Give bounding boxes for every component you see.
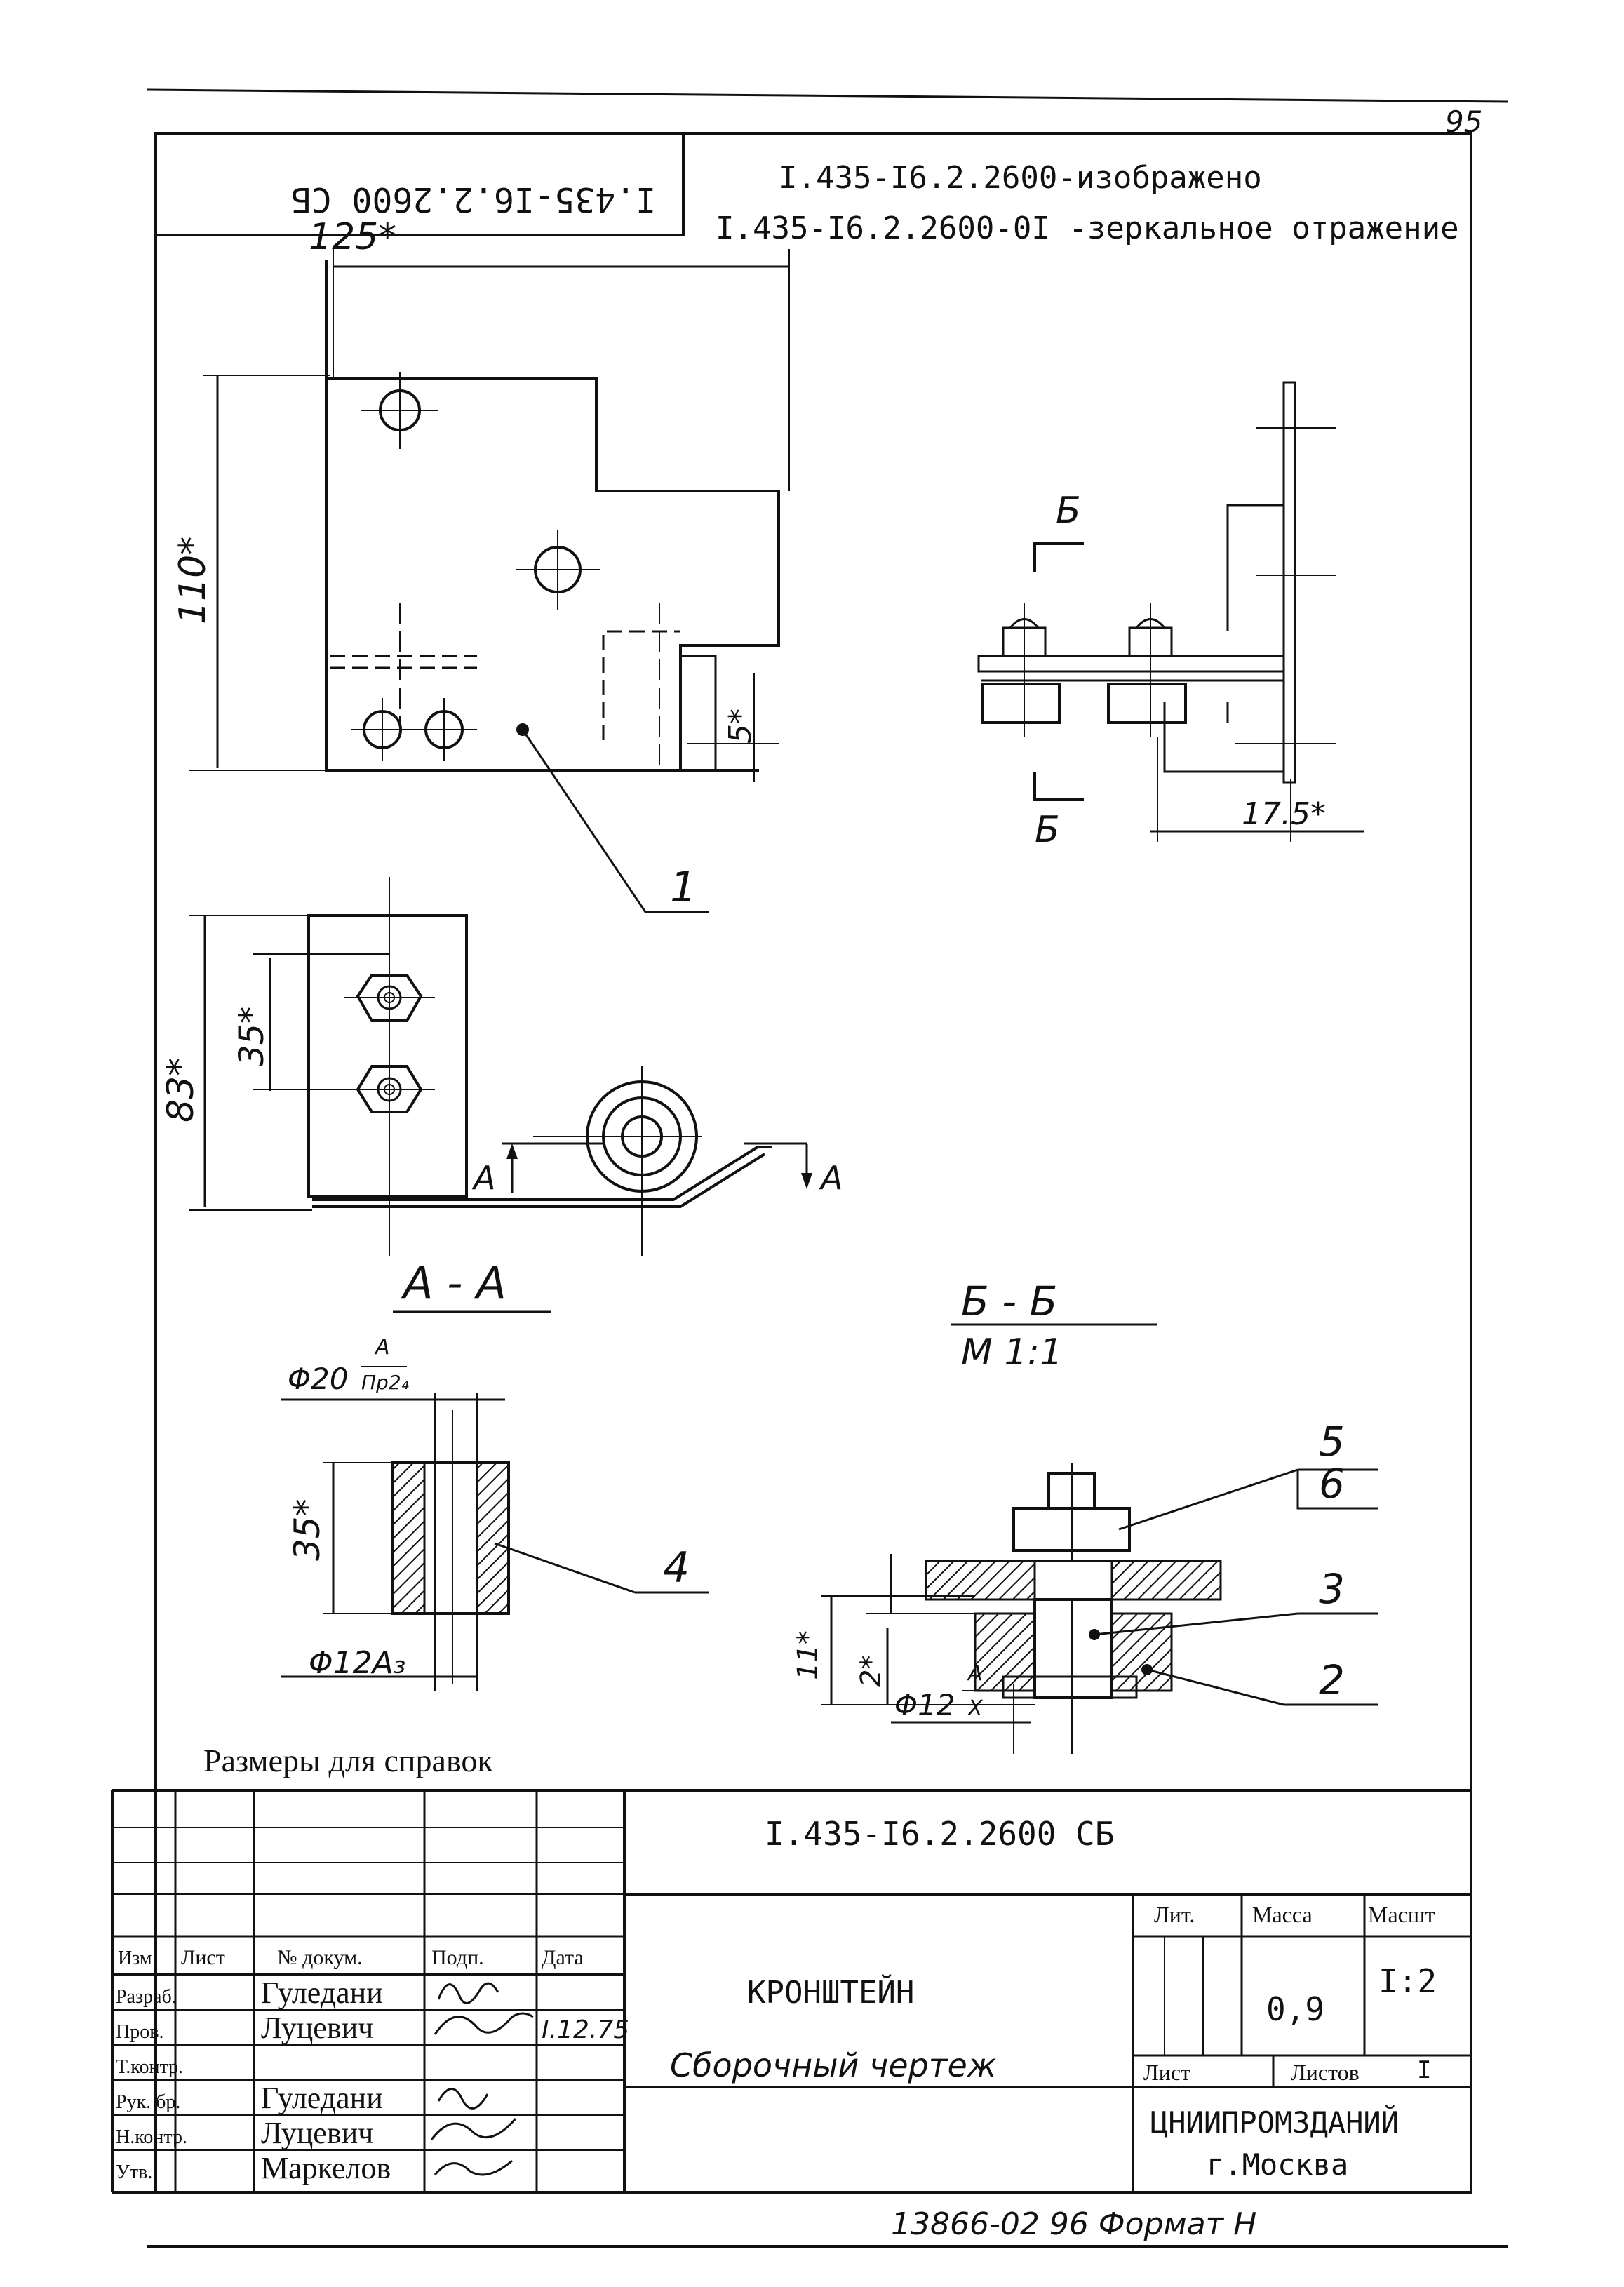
tb-role-3: Рук. бр. [116, 2091, 180, 2113]
section-aa-drawing [281, 1393, 709, 1691]
section-b-top: Б [1056, 490, 1081, 532]
tb-col-list: Лист [181, 1946, 225, 1969]
section-bb-drawing [821, 1463, 1378, 1754]
section-a-left: A [471, 1159, 495, 1197]
dim-125: 125* [309, 216, 396, 258]
dim-5: 5* [723, 709, 758, 744]
dim-2: 2* [855, 1656, 887, 1687]
header-line-1: I.435-I6.2.2600-изображено [779, 160, 1262, 196]
dim-d20: Φ20 [288, 1362, 349, 1396]
top-edge-line [147, 88, 1509, 103]
dim-17-5: 17.5* [1242, 796, 1326, 832]
tb-role-0: Разраб. [116, 1986, 177, 2008]
tb-org: ЦНИИПРОМЗДАНИЙ [1150, 2105, 1399, 2140]
callout-1: 1 [670, 863, 697, 912]
tb-role-4: Н.контр. [116, 2126, 187, 2148]
section-a-right: A [819, 1159, 843, 1197]
tb-scale-label: Масшт [1368, 1902, 1435, 1927]
dim-d12-fit: Φ12 [894, 1688, 955, 1722]
tb-sheets-label: Листов [1291, 2060, 1360, 2085]
mirror-stamp-text: I.435-I6.2.2600 СБ [291, 180, 656, 219]
top-view [189, 877, 812, 1256]
dim-110: 110* [172, 537, 214, 624]
tb-designation: I.435-I6.2.2600 СБ [765, 1815, 1115, 1853]
dim-d12-a3: Φ12A₃ [309, 1645, 405, 1681]
tb-mass-value: 0,9 [1266, 1990, 1324, 2028]
dim-d12-fit-top: A [967, 1661, 983, 1686]
tb-col-date: Дата [542, 1946, 584, 1969]
drawing-frame [154, 132, 1472, 2194]
tb-name-5: Маркелов [261, 2151, 391, 2185]
section-bb-title: Б - Б [961, 1277, 1057, 1325]
dim-d20-fit-top: A [374, 1335, 390, 1360]
tb-sheets-value: I [1417, 2056, 1431, 2084]
tb-name-3: Гуледани [261, 2081, 383, 2115]
section-aa-title: A - A [401, 1257, 506, 1308]
header-line-2: I.435-I6.2.2600-0I -зеркальное отражение [716, 210, 1459, 246]
side-view [977, 381, 1364, 842]
dim-11: 11* [792, 1630, 824, 1680]
tb-scale-value: I:2 [1378, 1962, 1437, 2000]
tb-date-1: I.12.75 [542, 2016, 629, 2044]
tb-col-doc: № докум. [277, 1946, 363, 1969]
tb-city: г.Москва [1207, 2147, 1348, 2182]
callout-5: 5 [1319, 1418, 1345, 1466]
tb-sheet-label: Лист [1143, 2060, 1190, 2085]
dim-83: 83* [160, 1058, 202, 1122]
tb-role-2: Т.контр. [116, 2056, 183, 2078]
callout-6: 6 [1319, 1460, 1345, 1508]
tb-name: КРОНШТЕЙН [747, 1973, 914, 2011]
callout-3: 3 [1319, 1565, 1345, 1613]
callout-4: 4 [663, 1543, 690, 1592]
dim-35-section: 35* [287, 1498, 328, 1561]
section-bb-scale: M 1:1 [961, 1332, 1063, 1374]
title-block [111, 1789, 1471, 2194]
tb-name-1: Луцевич [261, 2011, 373, 2045]
tb-name-0: Гуледани [261, 1976, 383, 2010]
main-view-plate [189, 249, 790, 913]
dim-d20-fit-bottom: Пр2₄ [361, 1371, 409, 1394]
tb-name-4: Луцевич [261, 2116, 373, 2150]
signatures [430, 1982, 534, 2176]
tb-col-izm: Изм [118, 1947, 152, 1969]
tb-role-1: Пров. [116, 2021, 163, 2043]
tb-lit-label: Лит. [1154, 1902, 1195, 1927]
dim-d12-fit-bottom: X [967, 1696, 984, 1721]
mirror-stamp-box [154, 132, 685, 236]
tb-mass-label: Масса [1252, 1902, 1313, 1927]
tb-doc-type: Сборочный чертеж [670, 2046, 997, 2084]
tb-role-5: Утв. [116, 2161, 152, 2183]
tb-col-sign: Подп. [431, 1946, 484, 1969]
section-b-bottom: Б [1035, 809, 1060, 851]
callout-2: 2 [1319, 1656, 1345, 1704]
reference-note: Размеры для справок [203, 1743, 493, 1778]
dim-35: 35* [232, 1007, 271, 1066]
footer-format: 13866-02 96 Формат Н [891, 2206, 1256, 2242]
